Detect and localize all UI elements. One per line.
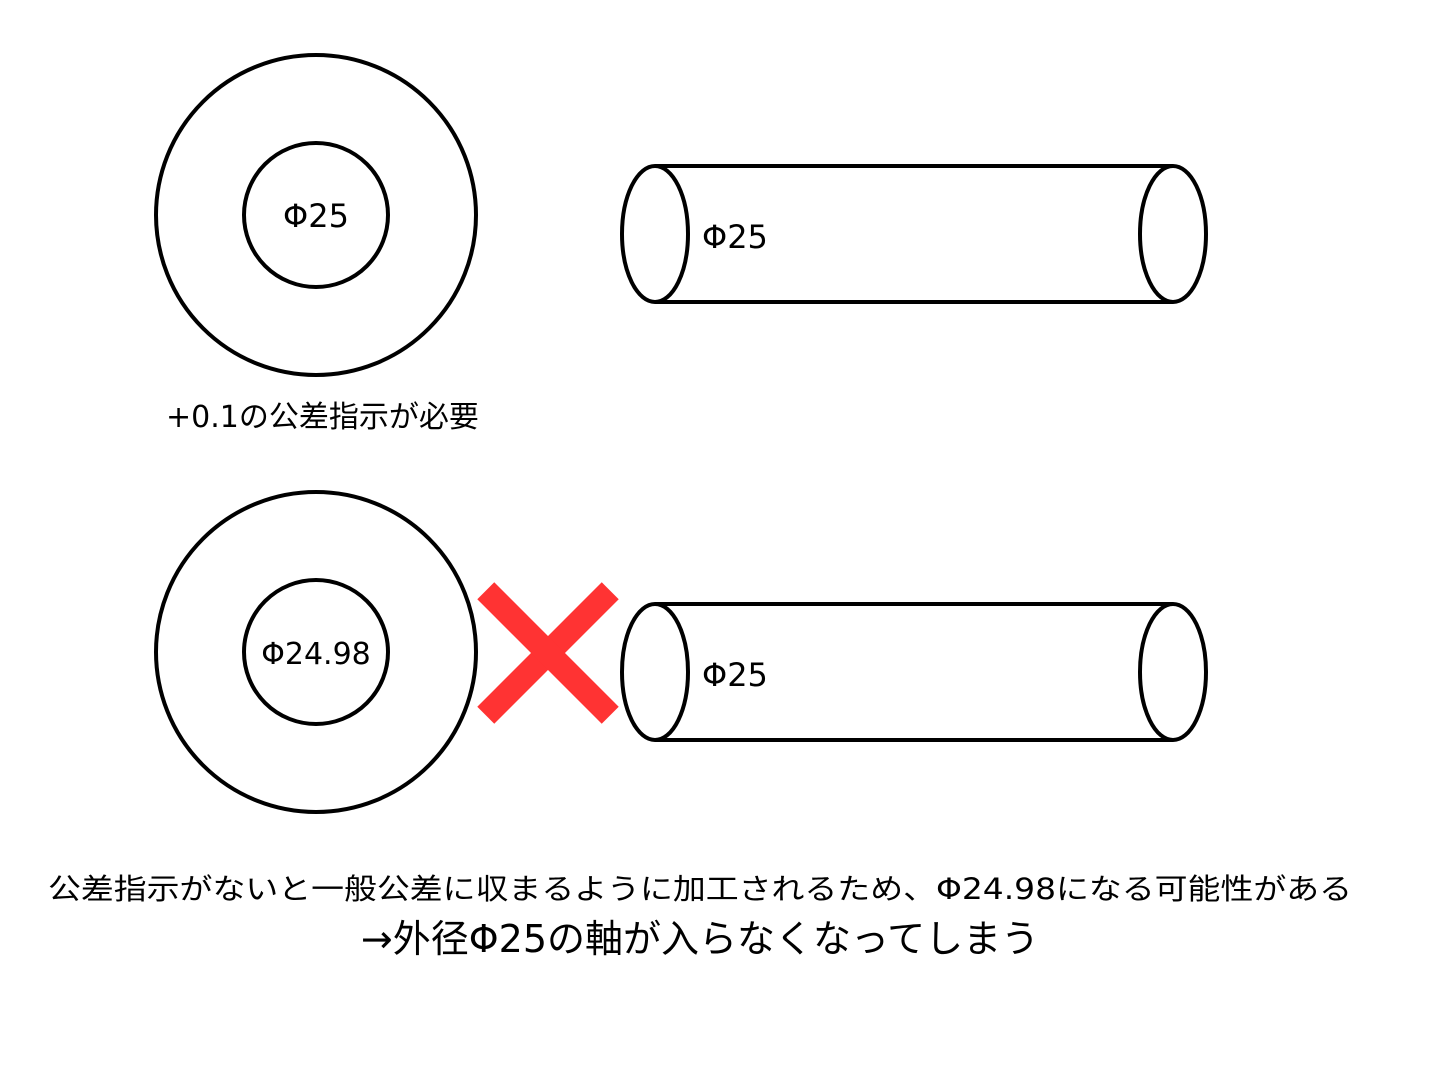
bottom-shaft-right-end [1138, 602, 1208, 742]
bottom-ring-outer-circle [154, 490, 478, 814]
top-ring-outer-circle [154, 53, 478, 377]
bottom-shaft-part: Φ25 [620, 602, 1208, 742]
bottom-ring-hole-label: Φ24.98 [261, 637, 371, 672]
bottom-ring-hole-circle [242, 578, 390, 726]
bottom-shaft-left-end [620, 602, 690, 742]
top-caption: +0.1の公差指示が必要 [166, 400, 479, 435]
top-ring-part: Φ25 [154, 53, 478, 377]
explanation-line-2: →外径Φ25の軸が入らなくなってしまう [361, 917, 1039, 961]
bottom-shaft-label: Φ25 [702, 656, 768, 694]
explanation-line-1: 公差指示がないと一般公差に収まるように加工されるため、Φ24.98になる可能性が… [48, 872, 1352, 906]
top-shaft-label: Φ25 [702, 218, 768, 256]
top-shaft-right-end [1138, 164, 1208, 304]
top-shaft-part: Φ25 [620, 164, 1208, 304]
top-shaft-left-end [620, 164, 690, 304]
bottom-ring-part: Φ24.98 [154, 490, 478, 814]
top-ring-hole-label: Φ25 [283, 197, 349, 235]
top-ring-hole-circle [242, 141, 390, 289]
cross-mark-icon [477, 582, 619, 724]
